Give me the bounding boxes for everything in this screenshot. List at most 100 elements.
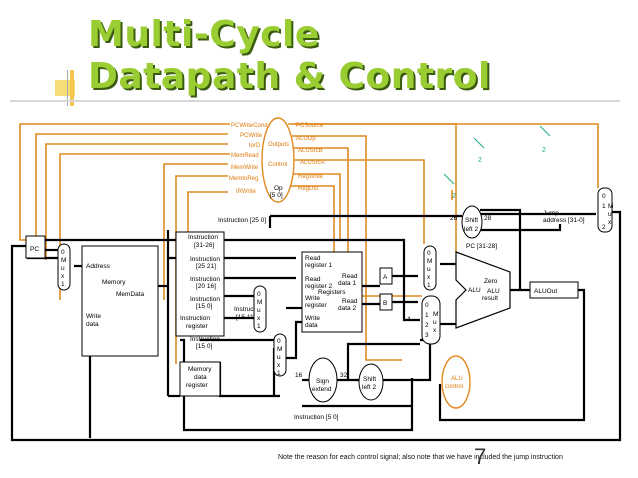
ir-f3a: Instruction bbox=[190, 276, 220, 283]
shift-left2-upper bbox=[461, 205, 483, 239]
sig-alusrca: ALUSrcA bbox=[300, 160, 325, 166]
ir-label1: Instruction bbox=[180, 315, 210, 322]
mux-in0: 0 bbox=[427, 250, 431, 257]
alu bbox=[455, 251, 511, 329]
alu-result-1: ALU bbox=[487, 288, 500, 295]
ctrl-name: Control bbox=[268, 162, 287, 168]
ir-f4b: [15 0] bbox=[196, 303, 212, 310]
ir-f2b: [25 21] bbox=[196, 263, 216, 270]
aluc-l2: control bbox=[445, 384, 463, 390]
mux-m: M bbox=[257, 299, 262, 306]
instruction-register bbox=[175, 231, 225, 337]
mux-in2: 2 bbox=[425, 322, 429, 329]
bus-width-label: 2 bbox=[542, 147, 546, 154]
sl2u-in-bits: 26 bbox=[450, 215, 458, 222]
mux-x: x bbox=[427, 274, 431, 281]
bus-width-label: 2 bbox=[452, 193, 456, 200]
se-in-bits: 16 bbox=[295, 372, 303, 379]
aluout-register bbox=[529, 281, 579, 299]
mem-data: data bbox=[86, 321, 99, 328]
mux-in1: 1 bbox=[425, 312, 429, 319]
se-l1: Sign bbox=[316, 378, 329, 385]
mux-in1: 1 bbox=[277, 370, 281, 377]
mem-address: Address bbox=[86, 263, 111, 270]
mux-x: x bbox=[257, 315, 261, 322]
mux-x: x bbox=[61, 273, 65, 280]
mux-x: x bbox=[433, 327, 437, 334]
ir-f6a: Instruction bbox=[234, 306, 264, 313]
mux-m: M bbox=[61, 257, 66, 264]
sig-pcwritecond: PCWriteCond bbox=[231, 123, 268, 129]
rf-wra: Write bbox=[305, 295, 320, 302]
mux-u: u bbox=[427, 266, 431, 273]
ctrl-outputs: Outputs bbox=[268, 142, 289, 148]
mux-in1: 1 bbox=[602, 203, 606, 210]
rf-wdb: data bbox=[305, 322, 318, 329]
slide-title: Multi-Cycle Datapath & Control bbox=[88, 14, 491, 98]
mux-regdst bbox=[253, 285, 267, 333]
mux-in2: 2 bbox=[602, 224, 606, 231]
sig-memread: MemRead bbox=[231, 153, 259, 159]
instr-5-0: Instruction [5 0] bbox=[294, 414, 339, 421]
sign-extend bbox=[308, 357, 338, 403]
rf-rr2b: register 2 bbox=[305, 283, 332, 290]
sl2l-l2: left 2 bbox=[362, 384, 376, 391]
sig-memtoreg: MemtoReg bbox=[229, 176, 258, 182]
mux-m: M bbox=[433, 311, 438, 318]
rf-wrb: register bbox=[305, 302, 328, 309]
ir-f4a: Instruction bbox=[190, 296, 220, 303]
pc-register bbox=[25, 235, 46, 259]
alu-control bbox=[441, 355, 471, 409]
sl2l-l1: Shift bbox=[363, 376, 376, 383]
title-line-2: Datapath & Control bbox=[88, 56, 491, 97]
memory-data-register bbox=[179, 361, 221, 397]
alu-result-2: result bbox=[482, 295, 498, 302]
sig-iord: IorD bbox=[249, 143, 261, 149]
se-out-bits: 32 bbox=[340, 372, 348, 379]
sig-aluop: ALUOp bbox=[296, 136, 316, 142]
const-four: 4 bbox=[407, 316, 411, 323]
alu-left: ALU bbox=[468, 287, 481, 294]
mux-u: u bbox=[433, 319, 437, 326]
title-line-1: Multi-Cycle bbox=[88, 14, 320, 55]
sig-irwrite: IRWrite bbox=[236, 189, 256, 195]
mux-in3: 3 bbox=[425, 332, 429, 339]
register-b bbox=[379, 293, 393, 311]
mux-in1: 1 bbox=[61, 281, 65, 288]
sig-pcwrite: PCWrite bbox=[240, 133, 263, 139]
mux-u: u bbox=[608, 211, 612, 218]
ir-label2: register bbox=[186, 323, 209, 330]
rf-rd1b: data 1 bbox=[338, 280, 356, 287]
decor-gray-bar bbox=[67, 70, 68, 106]
register-a bbox=[379, 267, 393, 285]
rf-rr2a: Read bbox=[305, 276, 321, 283]
shift-left2-lower bbox=[358, 363, 384, 401]
pc-bits: PC [31-28] bbox=[466, 243, 497, 250]
mdr-l2: data bbox=[194, 374, 207, 381]
control-unit bbox=[261, 117, 295, 203]
ir-f3b: [20 16] bbox=[196, 283, 216, 290]
ir-f1a: Instruction bbox=[188, 234, 218, 241]
mux-m: M bbox=[427, 258, 432, 265]
mux-u: u bbox=[61, 265, 65, 272]
rf-rr1b: register 1 bbox=[305, 262, 332, 269]
mux-x: x bbox=[277, 362, 281, 369]
sl2u-out-bits: 28 bbox=[484, 215, 492, 222]
instr-25-0: Instruction [25 0] bbox=[218, 217, 266, 224]
mux-in1: 1 bbox=[427, 282, 431, 289]
slide-note: Note the reason for each control signal;… bbox=[278, 454, 563, 461]
mdr-l3: register bbox=[186, 382, 209, 389]
sl2u-l1: Shift bbox=[465, 217, 478, 224]
mux-in0: 0 bbox=[602, 193, 606, 200]
rf-rd2a: Read bbox=[342, 298, 358, 305]
sig-memwrite: MemWrite bbox=[231, 165, 259, 171]
alu-zero: Zero bbox=[484, 278, 498, 285]
mux-in0: 0 bbox=[61, 249, 65, 256]
reg-b-label: B bbox=[383, 300, 387, 307]
jump-l1: Jump bbox=[543, 210, 559, 217]
mux-memtoreg bbox=[273, 333, 287, 377]
bus-width-marks bbox=[443, 125, 551, 185]
pc-label: PC bbox=[30, 246, 39, 253]
memory-unit bbox=[81, 245, 159, 357]
